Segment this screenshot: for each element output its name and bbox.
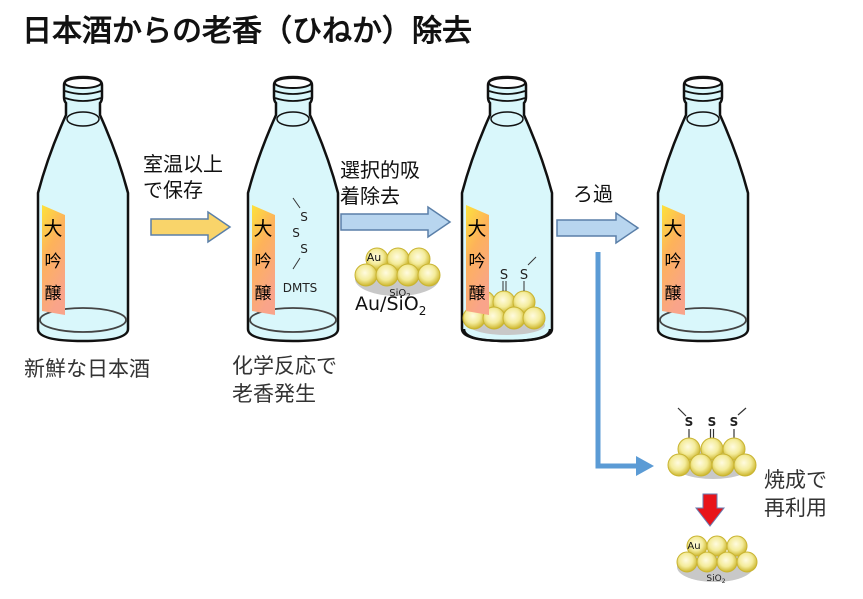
- au-sio2-catalyst: Au SiO2: [354, 247, 441, 300]
- arrow-storage: [150, 210, 232, 244]
- arrow-label-storage: 室温以上 で保存: [143, 152, 223, 202]
- sulfur-atom: S: [685, 415, 694, 429]
- bottle-label: [662, 205, 685, 315]
- arrow-label-filtration: ろ過: [573, 182, 613, 206]
- bottle-label: [252, 205, 275, 315]
- sulfur-atom: S: [300, 242, 308, 256]
- label-char: 大: [43, 218, 62, 240]
- sulfur-atom: S: [292, 226, 300, 240]
- arrow-calcination: [694, 493, 726, 527]
- bottle-label: [42, 205, 65, 315]
- bottle-restored: 大 吟 醸: [656, 75, 750, 343]
- au-label: Au: [367, 251, 382, 264]
- label-char: 吟: [665, 252, 682, 272]
- catalyst-formula: Au/SiO2: [355, 293, 427, 318]
- regenerated-catalyst: Au SiO2: [676, 535, 758, 585]
- sulfur-atom: S: [730, 415, 739, 429]
- bottle-aged: 大 吟 醸 S S S DMTS: [246, 75, 340, 343]
- sulfur-atom: S: [708, 415, 717, 429]
- label-char: 醸: [255, 284, 272, 304]
- used-catalyst: S S S: [667, 407, 757, 479]
- arrow-filtration: [556, 211, 640, 245]
- label-char: 醸: [45, 284, 62, 304]
- dmts-label: DMTS: [283, 281, 318, 295]
- sio2-label: SiO2: [706, 574, 725, 585]
- label-char: 吟: [469, 252, 486, 272]
- label-char: 醸: [665, 284, 682, 304]
- label-char: 吟: [255, 252, 272, 272]
- caption-aging: 化学反応で 老香発生: [232, 354, 337, 406]
- bottle-fresh: 大 吟 醸: [36, 75, 130, 343]
- label-char: 大: [467, 218, 486, 240]
- arrow-recovery-branch: [595, 252, 654, 476]
- arrow-label-adsorption: 選択的吸 着除去: [340, 158, 420, 208]
- au-label: Au: [687, 541, 700, 552]
- recycle-label: 焼成で 再利用: [764, 468, 827, 520]
- label-char: 吟: [45, 252, 62, 272]
- dmts-molecule: S S S DMTS: [283, 197, 318, 295]
- sulfur-atom: S: [520, 268, 528, 283]
- label-char: 大: [663, 218, 682, 240]
- sulfur-atom: S: [500, 268, 508, 283]
- label-char: 大: [253, 218, 272, 240]
- caption-fresh-sake: 新鮮な日本酒: [24, 357, 150, 381]
- sulfur-atom: S: [300, 210, 308, 224]
- sio2-label: SiO2: [389, 288, 410, 300]
- page-title: 日本酒からの老香（ひねか）除去: [22, 14, 472, 49]
- label-char: 醸: [469, 284, 486, 304]
- bottle-adsorbing: S S S 大 吟 醸: [460, 75, 554, 343]
- arrow-adsorption: [340, 205, 452, 239]
- bottle-label: [466, 205, 489, 315]
